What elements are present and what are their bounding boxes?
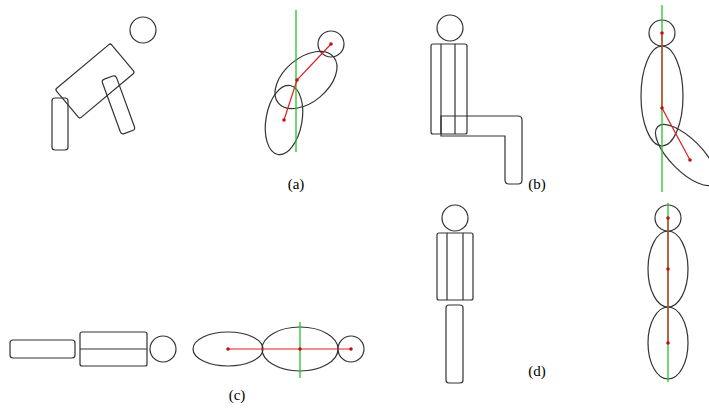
leg-block [10, 340, 75, 358]
joint-dot [688, 158, 692, 162]
joint-dot [666, 341, 670, 345]
lying-figure [10, 332, 176, 366]
torso-block [80, 332, 147, 366]
vertical-axis [667, 203, 668, 382]
head-circle [150, 336, 176, 362]
standing-figure [437, 205, 473, 383]
joint-dot [282, 118, 286, 122]
head-circle [442, 205, 468, 231]
joint-dot [329, 42, 333, 46]
joint-dot [298, 347, 302, 351]
arm-line [462, 233, 463, 300]
leg-ellipse [646, 115, 709, 194]
joint-dot [349, 347, 353, 351]
joint-dot [660, 106, 664, 110]
seated-ellipse-model [641, 5, 709, 195]
panel-label: (c) [229, 388, 246, 403]
leg-block [446, 305, 463, 383]
leg-block [441, 116, 522, 184]
standing-ellipse-model [648, 203, 688, 382]
panel-label: (b) [528, 177, 546, 192]
head-circle [130, 17, 156, 43]
leg-ellipse [260, 82, 308, 157]
leg-block [52, 98, 68, 150]
arm-block [102, 75, 136, 135]
skeleton-line [228, 348, 351, 349]
joint-dot [660, 31, 664, 35]
lying-ellipse-model [193, 322, 364, 378]
arm-line [80, 348, 147, 349]
panel-label: (a) [288, 177, 305, 192]
torso-ellipse [264, 40, 347, 120]
torso-block [431, 44, 467, 134]
joint-dot [666, 216, 670, 220]
torso-block [55, 43, 135, 118]
skeleton-line [667, 218, 668, 343]
skeleton-line [284, 44, 331, 120]
torso-block [437, 233, 473, 300]
head-circle [437, 15, 463, 41]
joint-dot [666, 267, 670, 271]
bending-ellipse-model [260, 10, 348, 158]
seated-figure [431, 15, 522, 184]
joint-dot [295, 78, 299, 82]
joint-dot [226, 347, 230, 351]
arm-line [454, 44, 455, 134]
skeleton-line [662, 33, 690, 160]
arm-line [446, 233, 447, 300]
bending-figure [52, 17, 156, 150]
panel-label: (d) [528, 364, 546, 379]
